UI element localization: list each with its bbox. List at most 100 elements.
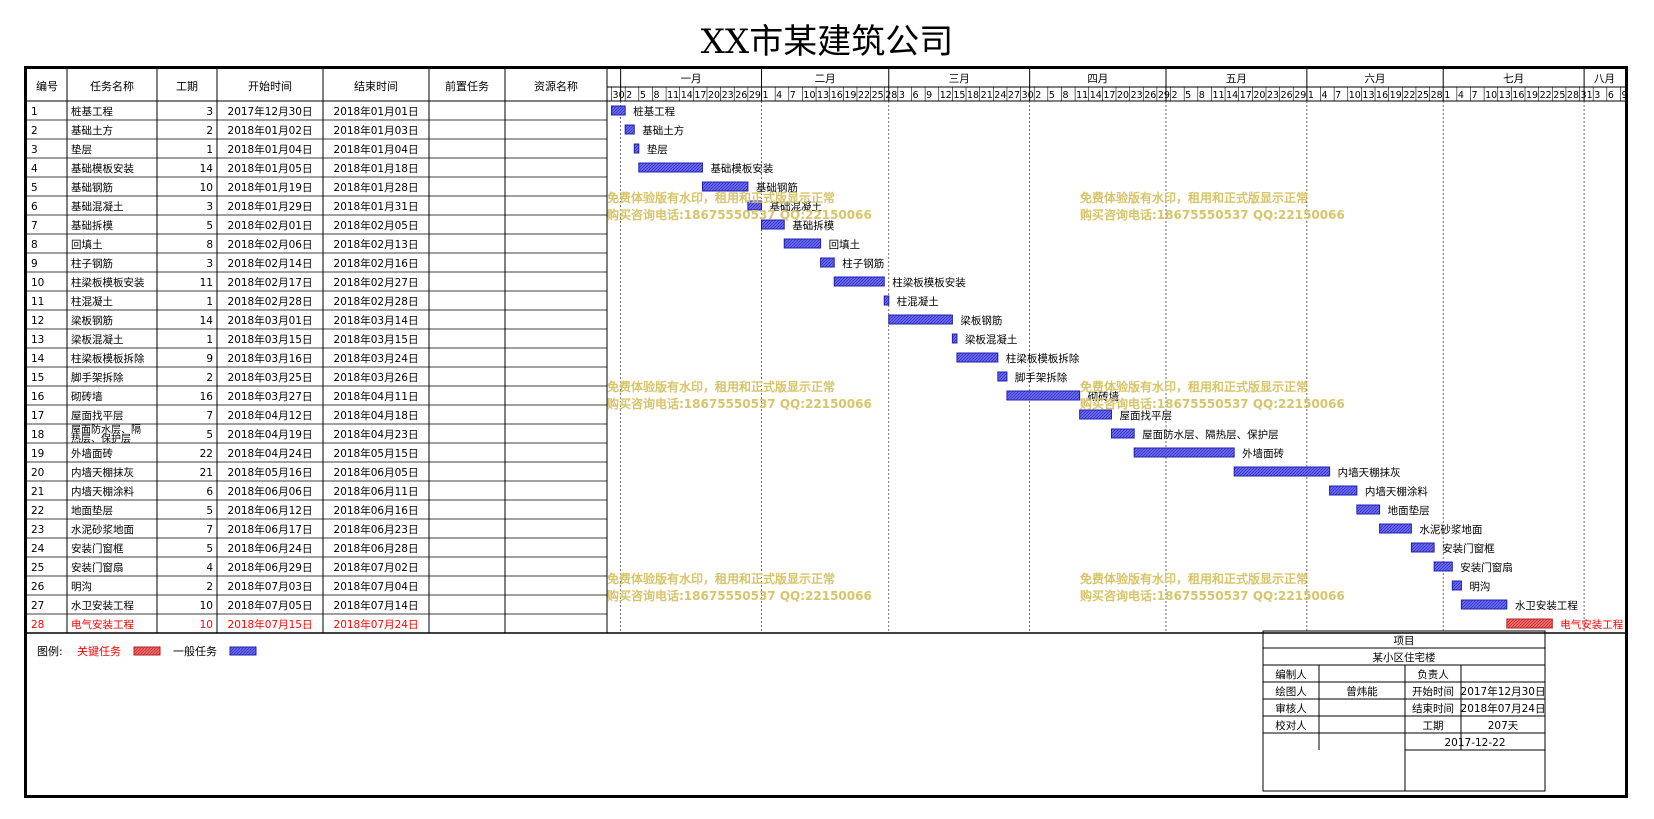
day-tick-label: 26	[1144, 90, 1156, 101]
day-tick-label: 17	[1240, 90, 1252, 101]
cell-name: 水泥砂浆地面	[71, 523, 134, 536]
gantt-bar	[1110, 428, 1135, 439]
cell-duration: 2	[206, 125, 213, 137]
cell-start: 2018年01月04日	[228, 143, 313, 156]
gantt-bar-label: 基础混凝土	[770, 200, 823, 213]
day-tick-label: 31	[1581, 90, 1593, 101]
cell-start: 2018年04月19日	[228, 428, 313, 441]
gantt-bar-label: 砌砖墙	[1088, 390, 1120, 403]
day-tick-label: 24	[994, 90, 1006, 101]
gantt-bar-label: 梁板钢筋	[960, 314, 1002, 327]
watermark-text: 免费体验版有水印，租用和正式版显示正常	[607, 190, 835, 205]
day-tick-label: 29	[1158, 90, 1170, 101]
cell-duration: 5	[206, 543, 213, 555]
info-project-name: 某小区住宅楼	[1373, 651, 1436, 664]
cell-id: 17	[31, 410, 44, 422]
day-tick-label: 19	[1526, 90, 1538, 101]
cell-end: 2018年05月15日	[334, 447, 419, 460]
day-tick-label: 5	[640, 90, 646, 101]
cell-duration: 3	[206, 106, 213, 118]
cell-id: 19	[31, 448, 44, 460]
cell-end: 2018年03月24日	[334, 352, 419, 365]
day-tick-label: 29	[749, 90, 761, 101]
month-label: 四月	[1087, 73, 1108, 85]
cell-id: 5	[31, 182, 38, 194]
info-end-label: 结束时间	[1412, 702, 1454, 715]
watermark-text: 免费体验版有水印，租用和正式版显示正常	[1080, 190, 1308, 205]
cell-start: 2018年05月16日	[228, 466, 313, 479]
gantt-bar	[997, 371, 1008, 382]
cell-end: 2018年07月14日	[334, 599, 419, 612]
day-tick-label: 17	[1103, 90, 1115, 101]
day-tick-label: 22	[1403, 90, 1415, 101]
cell-name: 安装门窗扇	[71, 561, 124, 574]
cell-name: 柱子钢筋	[71, 257, 113, 270]
gantt-bar-label: 梁板混凝土	[965, 333, 1018, 346]
cell-end: 2018年04月23日	[334, 428, 419, 441]
watermark-layer: 免费体验版有水印，租用和正式版显示正常 购买咨询电话:18675550537 Q…	[607, 190, 1345, 603]
watermark-text: 免费体验版有水印，租用和正式版显示正常	[607, 379, 835, 394]
info-duration-label: 工期	[1423, 720, 1444, 732]
gantt-bar-label: 桩基工程	[633, 105, 675, 118]
cell-id: 18	[31, 429, 44, 441]
cell-id: 8	[31, 239, 38, 251]
cell-id: 27	[31, 600, 44, 612]
day-tick-label: 19	[1390, 90, 1402, 101]
day-tick-label: 11	[1076, 90, 1088, 101]
cell-name: 明沟	[71, 580, 92, 593]
cell-end: 2018年07月02日	[334, 561, 419, 574]
cell-start: 2018年07月15日	[228, 618, 313, 631]
cell-duration: 8	[206, 239, 213, 251]
cell-name: 基础土方	[71, 124, 113, 137]
cell-id: 6	[31, 201, 38, 213]
day-tick-label: 10	[803, 90, 815, 101]
gantt-bar-label: 柱子钢筋	[842, 257, 884, 270]
day-tick-label: 4	[776, 90, 782, 101]
gantt-bar	[1451, 580, 1462, 591]
cell-duration: 5	[206, 220, 213, 232]
month-label: 二月	[815, 73, 836, 85]
day-tick-label: 3	[1594, 90, 1600, 101]
cell-end: 2018年07月04日	[334, 580, 419, 593]
cell-start: 2018年04月24日	[228, 447, 313, 460]
cell-start: 2018年07月05日	[228, 599, 313, 612]
cell-id: 20	[31, 467, 44, 479]
cell-end: 2018年07月24日	[334, 618, 419, 631]
gantt-bar-label: 垫层	[647, 143, 668, 156]
cell-end: 2018年01月28日	[334, 181, 419, 194]
cell-id: 28	[31, 619, 44, 631]
cell-end: 2018年01月18日	[334, 162, 419, 175]
gantt-bar-label: 基础钢筋	[756, 181, 798, 194]
cell-name: 梁板钢筋	[71, 314, 113, 327]
day-tick-label: 21	[981, 90, 993, 101]
day-tick-label: 12	[940, 90, 952, 101]
gantt-bar-label: 回填土	[829, 238, 861, 251]
gantt-bar	[761, 219, 785, 230]
info-drafter: 曾炜能	[1346, 685, 1378, 698]
gantt-bar	[1329, 485, 1358, 496]
cell-id: 12	[31, 315, 44, 327]
legend: 图例: 关键任务 一般任务	[37, 644, 257, 658]
gantt-bar	[783, 238, 822, 249]
column-header: 前置任务	[445, 79, 489, 93]
legend-title: 图例:	[37, 644, 63, 658]
column-header: 资源名称	[534, 79, 578, 93]
cell-name: 基础模板安装	[71, 162, 134, 175]
cell-id: 3	[31, 144, 38, 156]
day-tick-label: 9	[926, 90, 932, 101]
day-tick-label: 8	[653, 90, 659, 101]
watermark-text: 购买咨询电话:18675550537 QQ:22150066	[607, 396, 872, 411]
legend-normal-swatch	[229, 646, 257, 656]
cell-start: 2018年01月29日	[228, 200, 313, 213]
cell-start: 2018年01月19日	[228, 181, 313, 194]
cell-duration: 10	[200, 619, 213, 631]
gantt-bar	[1079, 409, 1112, 420]
cell-id: 26	[31, 581, 45, 593]
gantt-bar-label: 柱梁板模板拆除	[1006, 352, 1080, 365]
cell-start: 2018年03月15日	[228, 333, 313, 346]
cell-name: 屋面防水层、隔	[71, 423, 141, 436]
cell-id: 10	[31, 277, 44, 289]
cell-name: 内墙天棚涂料	[71, 485, 134, 498]
day-tick-label: 5	[1185, 90, 1191, 101]
day-tick-label: 26	[735, 90, 747, 101]
